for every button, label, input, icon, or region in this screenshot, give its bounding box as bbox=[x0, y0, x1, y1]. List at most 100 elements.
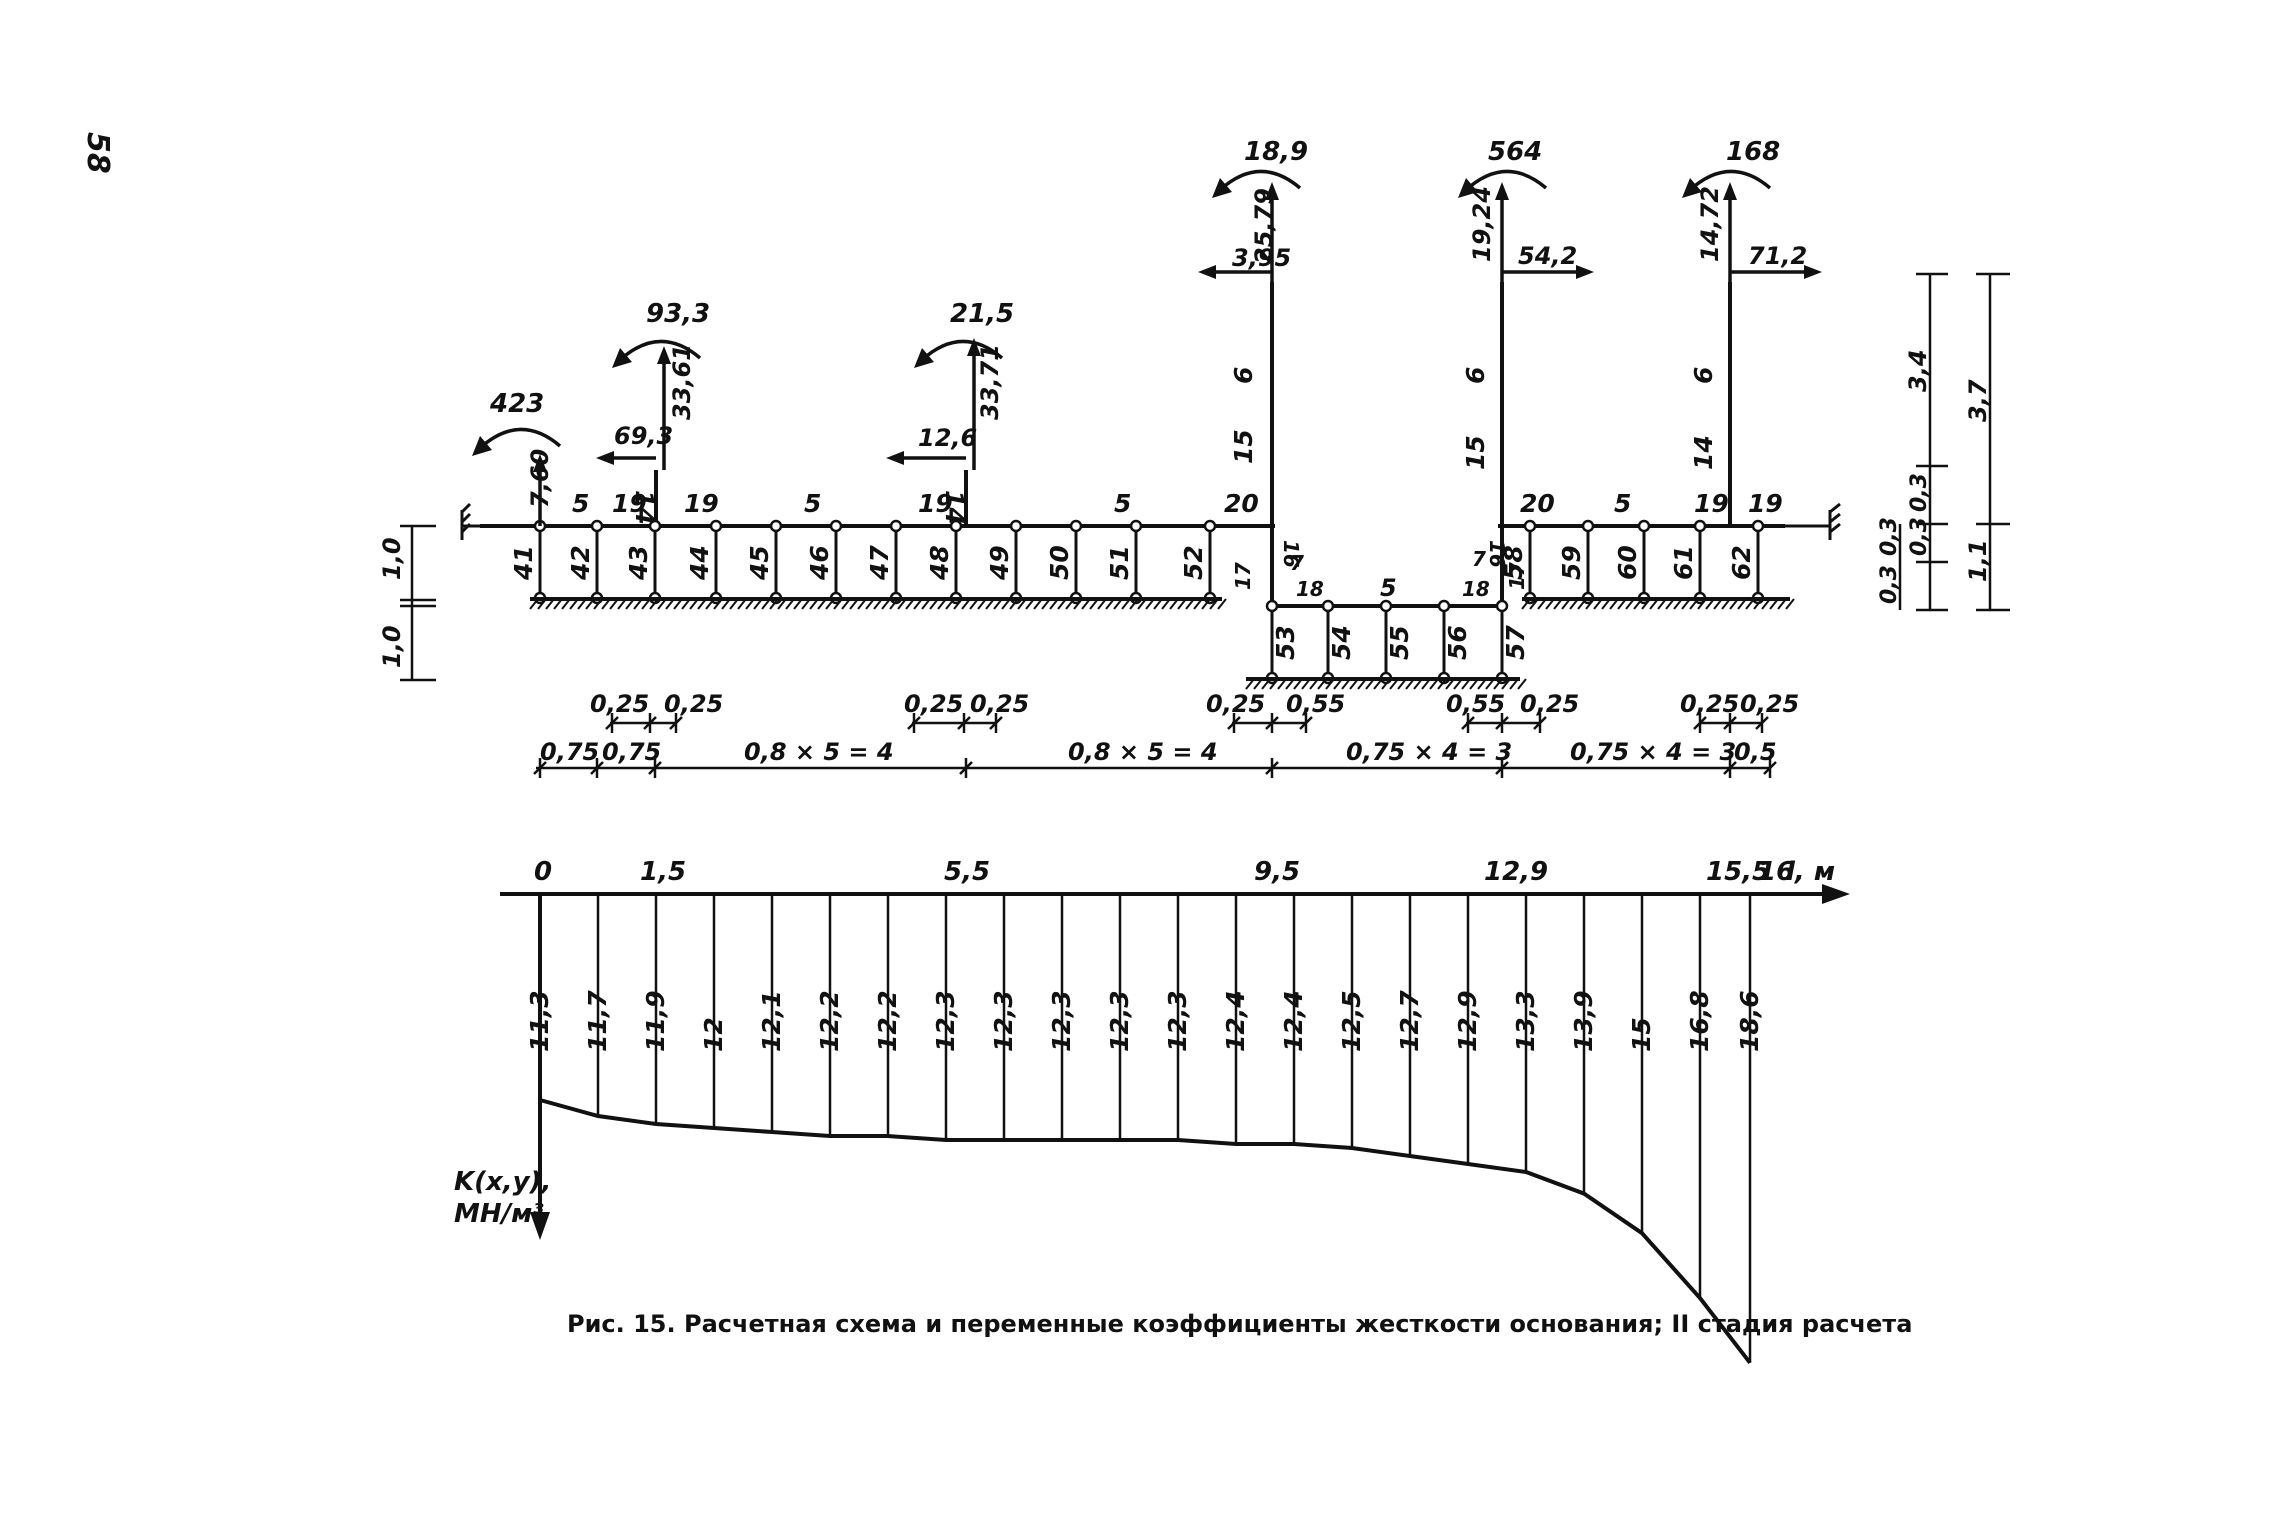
hatch-mark bbox=[1641, 598, 1651, 610]
dimension-label: 0,3 bbox=[1907, 517, 1932, 556]
moment-value: 423 bbox=[489, 389, 544, 419]
node-hinge bbox=[1379, 599, 1393, 613]
hatch-mark bbox=[1609, 598, 1619, 610]
hatch-mark bbox=[1041, 598, 1051, 610]
applied-loads: 4237,6093,333,6169,321,533,7112,618,925,… bbox=[472, 137, 1822, 526]
horizontal-force-value: 69,3 bbox=[614, 422, 673, 450]
hatch-mark bbox=[1105, 598, 1115, 610]
node-hinge bbox=[1203, 519, 1217, 533]
hatch-mark bbox=[1445, 678, 1455, 690]
hatch-mark bbox=[633, 598, 643, 610]
hatch-mark bbox=[1769, 598, 1779, 610]
k-value-label: 12,4 bbox=[1221, 990, 1250, 1052]
horizontal-force-value: 71,2 bbox=[1748, 242, 1807, 270]
node-hinge bbox=[648, 519, 662, 533]
hatch-mark bbox=[1137, 598, 1147, 610]
spring-number: 54 bbox=[1327, 625, 1356, 660]
hatch-mark bbox=[961, 598, 971, 610]
dimension-label: 1,1 bbox=[1964, 539, 1992, 582]
hatch-mark bbox=[1161, 598, 1171, 610]
dimension-label: 0,75 × 4 = 3 bbox=[1570, 738, 1736, 766]
node-hinge bbox=[1069, 519, 1083, 533]
hatch-mark bbox=[1001, 598, 1011, 610]
moment-value: 18,9 bbox=[1244, 137, 1308, 167]
hatch-mark bbox=[1049, 598, 1059, 610]
axis-tick-label: 16 bbox=[1758, 857, 1794, 887]
hatch-mark bbox=[689, 598, 699, 610]
hatch-mark bbox=[841, 598, 851, 610]
hatch-mark bbox=[753, 598, 763, 610]
hatch-mark bbox=[681, 598, 691, 610]
beam-label: 14 bbox=[630, 490, 659, 525]
dimension-label: 0,75 bbox=[540, 738, 599, 766]
hatch-mark bbox=[721, 598, 731, 610]
vertical-force-value: 7,60 bbox=[526, 449, 554, 508]
spring-number: 47 bbox=[865, 545, 894, 581]
spring-number: 55 bbox=[1385, 625, 1414, 660]
dimension-label: 0,8 × 5 = 4 bbox=[1068, 738, 1218, 766]
k-value-label: 12,9 bbox=[1453, 990, 1482, 1052]
hatch-mark bbox=[1729, 598, 1739, 610]
axis-tick-label: 5,5 bbox=[944, 857, 990, 887]
hatch-mark bbox=[1025, 598, 1035, 610]
hatch-mark bbox=[1357, 678, 1367, 690]
hatch-mark bbox=[849, 598, 859, 610]
node-hinge bbox=[1009, 519, 1023, 533]
k-axis-label: K(x,y), bbox=[454, 1167, 551, 1197]
spring-number: 56 bbox=[1443, 625, 1472, 660]
beam-label: 14 bbox=[1689, 435, 1718, 470]
hatch-mark bbox=[1713, 598, 1723, 610]
hatch-mark bbox=[953, 598, 963, 610]
k-value-label: 12 bbox=[699, 1017, 728, 1052]
dimension-label: 0,3 bbox=[1877, 517, 1902, 556]
hatch-mark bbox=[1269, 678, 1279, 690]
vertical-force-value: 19,24 bbox=[1468, 186, 1496, 262]
hatch-mark bbox=[1009, 598, 1019, 610]
dimension-label: 0,5 bbox=[1734, 738, 1777, 766]
hatch-mark bbox=[1177, 598, 1187, 610]
k-value-label: 12,3 bbox=[989, 990, 1018, 1052]
axis-tick-label: 1,5 bbox=[640, 857, 686, 887]
hatch-mark bbox=[1017, 598, 1027, 610]
force-arrow-icon bbox=[1804, 265, 1822, 279]
node-hinge bbox=[1437, 599, 1451, 613]
k-value-label: 13,3 bbox=[1511, 990, 1540, 1052]
node-hinge bbox=[1523, 519, 1537, 533]
hatch-mark bbox=[1373, 678, 1383, 690]
hatch-mark bbox=[1033, 598, 1043, 610]
hatch-mark bbox=[1509, 678, 1519, 690]
hatch-mark bbox=[873, 598, 883, 610]
dimension-label: 0,3 bbox=[1877, 565, 1902, 604]
hatch-mark bbox=[1113, 598, 1123, 610]
hatch-mark bbox=[1657, 598, 1667, 610]
hatch-mark bbox=[1057, 598, 1067, 610]
hatch-mark bbox=[1193, 598, 1203, 610]
horizontal-force-value: 12,6 bbox=[918, 424, 977, 452]
hatch-mark bbox=[1301, 678, 1311, 690]
k-value-label: 12,2 bbox=[815, 990, 844, 1052]
hatch-mark bbox=[649, 598, 659, 610]
dimension-label: 0,25 bbox=[664, 690, 723, 718]
hatch-mark bbox=[1453, 678, 1463, 690]
hatch-mark bbox=[1293, 678, 1303, 690]
hatch-mark bbox=[737, 598, 747, 610]
hatch-mark bbox=[1309, 678, 1319, 690]
hatch-mark bbox=[1217, 598, 1227, 610]
hatch-mark bbox=[537, 598, 547, 610]
beam-label: 5 bbox=[1114, 489, 1131, 518]
hatch-mark bbox=[905, 598, 915, 610]
hatch-mark bbox=[1397, 678, 1407, 690]
dimension-label: 0,25 bbox=[590, 690, 649, 718]
node-hinge bbox=[590, 519, 604, 533]
moment-arrow-icon bbox=[1212, 178, 1232, 198]
hatch-mark bbox=[553, 598, 563, 610]
hatch-mark bbox=[593, 598, 603, 610]
hatch-mark bbox=[857, 598, 867, 610]
beam-label: 16 bbox=[1279, 540, 1303, 568]
force-arrow-icon bbox=[657, 346, 671, 364]
spring-number: 41 bbox=[509, 545, 538, 581]
hatch-mark bbox=[1261, 678, 1271, 690]
axis-unit-label: l, м bbox=[1786, 857, 1835, 887]
spring-number: 43 bbox=[624, 545, 653, 581]
